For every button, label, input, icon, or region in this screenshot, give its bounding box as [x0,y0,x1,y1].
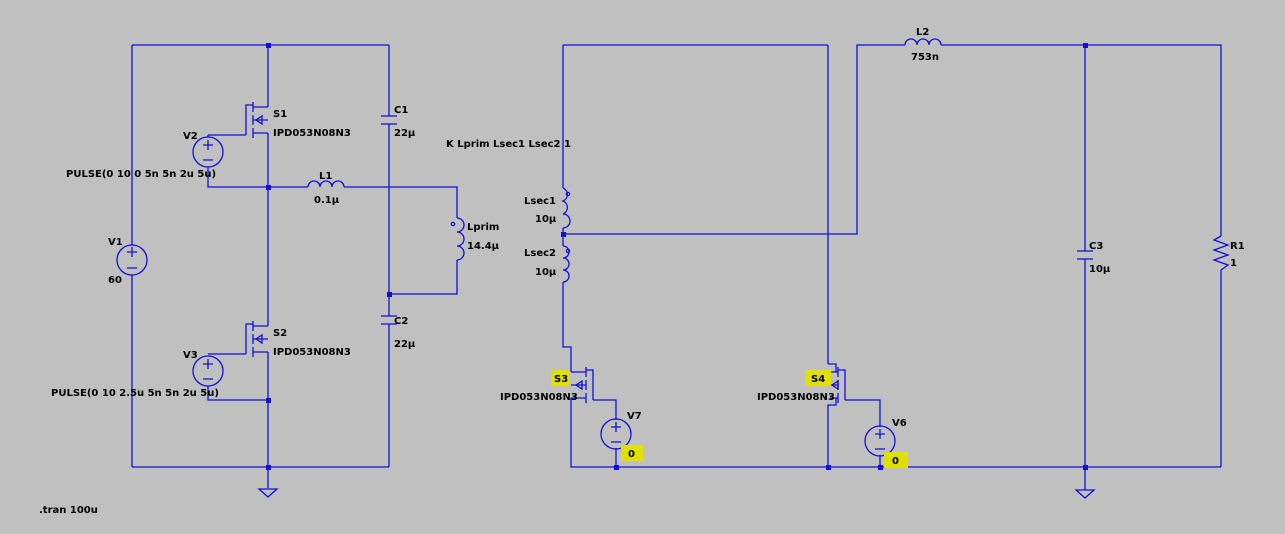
voltage-source-v1[interactable] [116,244,148,276]
lsec1-name: Lsec1 [524,196,556,207]
voltage-source-v7[interactable] [600,418,632,450]
lsec2-value: 10µ [535,267,557,278]
ground-symbol-left [257,488,279,498]
s4-label-highlight [805,370,831,386]
wires [131,44,1222,490]
s3-name: S3 [554,374,568,385]
lprim-name: Lprim [467,222,499,233]
lsec1-value: 10µ [535,214,557,225]
c1-name: C1 [394,105,408,116]
coupling-directive[interactable]: K Lprim Lsec1 Lsec2 1 [446,139,571,150]
v2-value: PULSE(0 10 0 5n 5n 2u 5u) [66,169,216,180]
voltage-source-v3[interactable] [192,355,224,387]
inductor-lprim[interactable] [450,217,465,261]
inductor-l1[interactable] [307,180,345,188]
resistor-r1[interactable] [1212,235,1230,271]
c1-value: 22µ [394,128,416,139]
mosfet-s4[interactable] [830,367,846,403]
lsec2-name: Lsec2 [524,248,556,259]
capacitor-c2[interactable] [381,315,397,325]
v1-value: 60 [108,275,122,286]
v1-name: V1 [108,237,123,248]
ground-symbol-right [1074,489,1096,499]
voltage-source-v6[interactable] [864,425,896,457]
junctions [266,43,1088,470]
s2-model: IPD053N08N3 [273,347,351,358]
c2-name: C2 [394,316,408,327]
v2-name: V2 [183,131,198,142]
l1-value: 0.1µ [314,195,340,206]
capacitor-c1[interactable] [381,115,397,125]
s3-model: IPD053N08N3 [500,392,578,403]
s4-name: S4 [811,374,825,385]
s1-model: IPD053N08N3 [273,128,351,139]
mosfet-s2[interactable] [245,318,269,358]
s4-model: IPD053N08N3 [757,392,835,403]
c3-value: 10µ [1089,264,1111,275]
mosfet-s3[interactable] [570,358,594,403]
inductor-l2[interactable] [904,38,942,46]
c2-value: 22µ [394,339,416,350]
s3-label-highlight [551,370,570,386]
v3-name: V3 [183,350,198,361]
v7-name: V7 [627,411,642,422]
inductor-lsec2[interactable] [562,245,571,283]
voltage-source-v2[interactable] [192,135,224,168]
inductor-lsec1[interactable] [561,187,571,229]
tran-directive[interactable]: .tran 100u [39,505,98,516]
net-label-0-v7: 0 [628,449,635,460]
l2-value: 753n [911,52,939,63]
l2-name: L2 [916,27,929,38]
l1-name: L1 [319,171,332,182]
r1-value: 1 [1230,258,1237,269]
mosfet-s1[interactable] [245,98,269,138]
net-label-0-v6: 0 [892,456,899,467]
net-0-highlight-v7 [621,445,643,461]
net-0-highlight-v6 [884,452,908,468]
lprim-value: 14.4µ [467,241,500,252]
r1-name: R1 [1230,241,1245,252]
v6-name: V6 [892,418,907,429]
capacitor-c3[interactable] [1077,250,1093,260]
v3-value: PULSE(0 10 2.5u 5n 5n 2u 5u) [51,388,219,399]
c3-name: C3 [1089,241,1103,252]
s1-name: S1 [273,109,287,120]
s2-name: S2 [273,328,287,339]
